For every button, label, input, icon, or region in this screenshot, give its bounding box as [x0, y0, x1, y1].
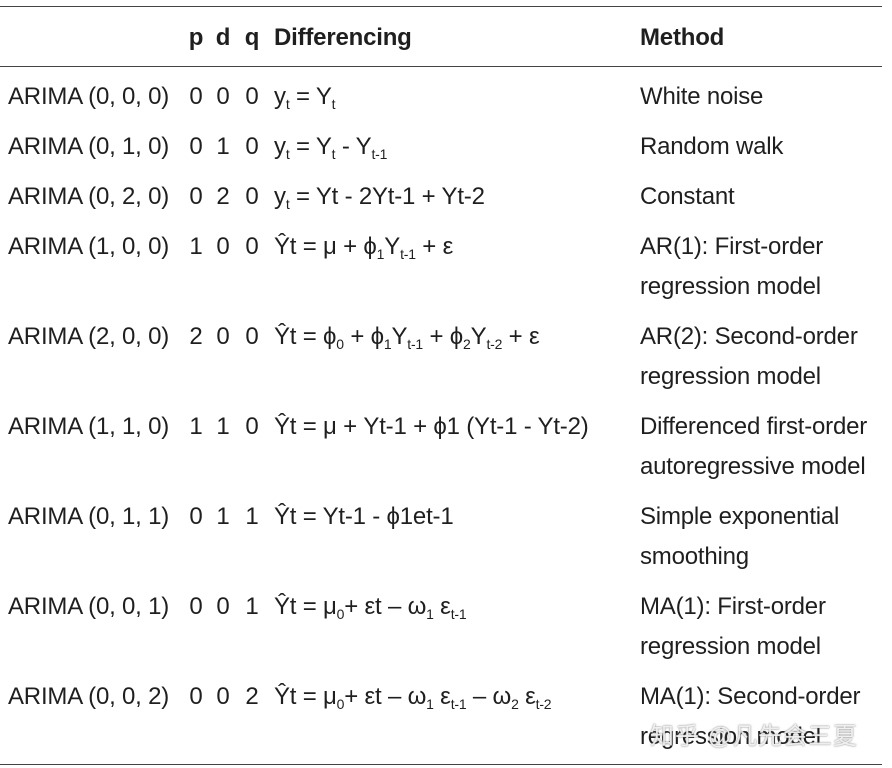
q-cell: 1	[245, 503, 259, 530]
model-cell: ARIMA (0, 0, 1)	[8, 593, 170, 620]
p-cell: 0	[189, 683, 203, 710]
method-cell: MA(1): First-order regression model	[640, 593, 826, 660]
d-cell: 1	[216, 133, 230, 160]
d-cell: 1	[216, 413, 230, 440]
differencing-cell: yt = Yt - Yt-1	[274, 133, 388, 162]
model-cell: ARIMA (1, 0, 0)	[8, 233, 170, 260]
method-cell: Constant	[640, 183, 735, 210]
model-cell: ARIMA (0, 1, 1)	[8, 503, 170, 530]
q-cell: 0	[245, 183, 259, 210]
header-differencing: Differencing	[274, 24, 412, 51]
table-bottom-rule	[0, 764, 882, 765]
model-cell: ARIMA (0, 0, 2)	[8, 683, 170, 710]
table-top-rule	[0, 6, 882, 7]
q-cell: 0	[245, 83, 259, 110]
d-cell: 0	[216, 323, 230, 350]
differencing-cell: yt = Yt	[274, 83, 336, 112]
header-method: Method	[640, 24, 725, 51]
d-cell: 0	[216, 233, 230, 260]
differencing-cell: Ŷt = ϕ0 + ϕ1Yt-1 + ϕ2Yt-2 + ε	[274, 323, 540, 352]
p-cell: 0	[189, 593, 203, 620]
q-cell: 2	[245, 683, 259, 710]
method-cell: Differenced first-order autoregressive m…	[640, 413, 868, 480]
method-cell: White noise	[640, 83, 764, 110]
q-cell: 0	[245, 233, 259, 260]
differencing-cell: Ŷt = μ0+ εt – ω1 εt-1 – ω2 εt-2	[274, 683, 552, 712]
d-cell: 0	[216, 683, 230, 710]
q-cell: 0	[245, 133, 259, 160]
d-cell: 0	[216, 83, 230, 110]
model-cell: ARIMA (0, 2, 0)	[8, 183, 170, 210]
differencing-cell: Ŷt = μ + ϕ1Yt-1 + ε	[274, 233, 454, 262]
p-cell: 1	[189, 233, 203, 260]
d-cell: 0	[216, 593, 230, 620]
watermark: 知乎 @凡先会三夏	[650, 723, 859, 750]
differencing-cell: Ŷt = μ0+ εt – ω1 εt-1	[274, 593, 467, 622]
method-cell: AR(2): Second-order regression model	[640, 323, 858, 390]
p-cell: 0	[189, 503, 203, 530]
q-cell: 0	[245, 413, 259, 440]
model-cell: ARIMA (1, 1, 0)	[8, 413, 170, 440]
header-p: p	[188, 24, 204, 51]
p-cell: 0	[189, 133, 203, 160]
model-cell: ARIMA (2, 0, 0)	[8, 323, 170, 350]
model-cell: ARIMA (0, 0, 0)	[8, 83, 170, 110]
method-cell: Simple exponential smoothing	[640, 503, 840, 570]
header-d: d	[215, 24, 231, 51]
p-cell: 1	[189, 413, 203, 440]
p-cell: 0	[189, 183, 203, 210]
method-cell: AR(1): First-order regression model	[640, 233, 824, 300]
p-cell: 0	[189, 83, 203, 110]
header-rule	[0, 66, 882, 67]
d-cell: 2	[216, 183, 230, 210]
differencing-cell: yt = Yt - 2Yt-1 + Yt-2	[274, 183, 485, 212]
method-cell: MA(1): Second-order regression model	[640, 683, 861, 750]
d-cell: 1	[216, 503, 230, 530]
q-cell: 1	[245, 593, 259, 620]
model-cell: ARIMA (0, 1, 0)	[8, 133, 170, 160]
p-cell: 2	[189, 323, 203, 350]
method-cell: Random walk	[640, 133, 784, 160]
differencing-cell: Ŷt = μ + Yt-1 + ϕ1 (Yt-1 - Yt-2)	[274, 413, 589, 440]
differencing-cell: Ŷt = Yt-1 - ϕ1et-1	[274, 503, 454, 530]
header-q: q	[244, 24, 260, 51]
q-cell: 0	[245, 323, 259, 350]
